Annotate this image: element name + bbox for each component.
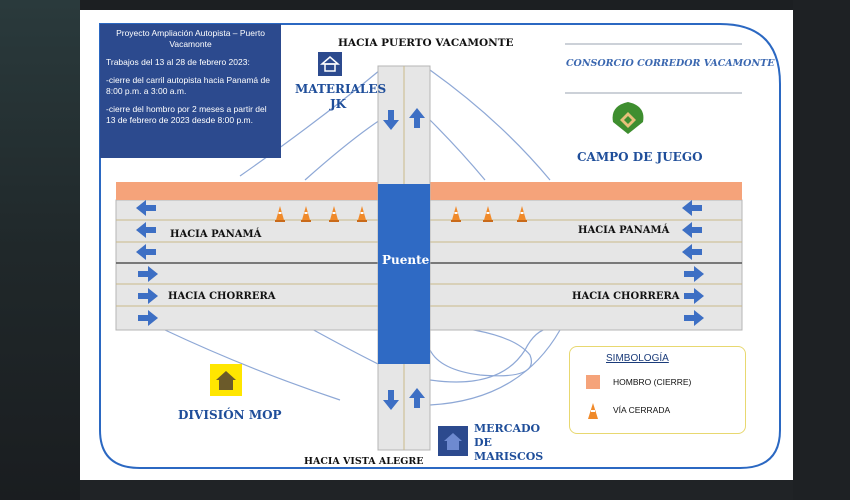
arrow-right-icon (684, 310, 704, 326)
arrow-up-icon (409, 388, 425, 408)
arrow-right-icon (684, 266, 704, 282)
bridge-label: Puente (382, 253, 430, 267)
arrow-down-icon (383, 390, 399, 410)
arrow-left-icon (682, 222, 702, 238)
arrow-left-icon (682, 244, 702, 260)
traffic-cone-icon (451, 206, 461, 222)
house-icon (438, 426, 468, 456)
info-works: Trabajos del 13 al 28 de febrero 2023: (106, 57, 250, 67)
house-icon (318, 52, 342, 76)
traffic-cone-icon (517, 206, 527, 222)
arrow-left-icon (682, 200, 702, 216)
arrow-right-icon (138, 266, 158, 282)
traffic-cones (275, 206, 527, 222)
baseball-field-icon (612, 102, 644, 134)
bridge (378, 184, 430, 364)
legend: SIMBOLOGÍA HOMBRO (CIERRE) VÍA CERRADA (569, 346, 746, 434)
chorrera-right-label: HACIA CHORRERA (572, 291, 680, 302)
traffic-cone-icon (483, 206, 493, 222)
consorcio-label: CONSORCIO CORREDOR VACAMONTE (566, 58, 775, 69)
materiales-label: MATERIALES JK (295, 82, 387, 111)
panama-left-label: HACIA PANAMÁ (170, 229, 262, 240)
arrows-eastbound (138, 266, 704, 326)
shoulder-swatch (586, 375, 600, 389)
map-canvas: Proyecto Ampliación Autopista – Puerto V… (80, 10, 793, 480)
arrow-left-icon (136, 200, 156, 216)
arrow-right-icon (138, 288, 158, 304)
info-title: Proyecto Ampliación Autopista – Puerto V… (116, 28, 265, 49)
arrow-left-icon (136, 222, 156, 238)
arrows-crossroad (383, 108, 425, 410)
chorrera-left-label: HACIA CHORRERA (168, 291, 276, 302)
panama-right-label: HACIA PANAMÁ (578, 225, 670, 236)
arrows-westbound (136, 200, 702, 260)
arrow-down-icon (383, 110, 399, 130)
top-direction-label: HACIA PUERTO VACAMONTE (338, 37, 514, 49)
mercado-label: MERCADO DE MARISCOS (474, 422, 544, 463)
campo-label: CAMPO DE JUEGO (577, 150, 703, 164)
arrow-right-icon (138, 310, 158, 326)
info-item-1: -cierre del carril autopista hacia Panam… (106, 75, 270, 96)
map-frame (99, 23, 781, 469)
arrow-up-icon (409, 108, 425, 128)
ramp-lines (164, 69, 561, 406)
traffic-cone-icon (301, 206, 311, 222)
bottom-direction-label: HACIA VISTA ALEGRE (304, 456, 424, 467)
traffic-cone-icon (588, 403, 598, 419)
traffic-cone-icon (329, 206, 339, 222)
traffic-cone-icon (357, 206, 367, 222)
division-label: DIVISIÓN MOP (178, 408, 282, 422)
legend-hombro-label: HOMBRO (CIERRE) (613, 377, 692, 387)
background-bottom (80, 480, 793, 500)
house-icon (210, 364, 242, 396)
road-map (99, 23, 781, 469)
traffic-cone-icon (275, 206, 285, 222)
arrow-left-icon (136, 244, 156, 260)
arrow-right-icon (684, 288, 704, 304)
info-item-2: -cierre del hombro por 2 meses a partir … (106, 104, 267, 125)
legend-via-label: VÍA CERRADA (613, 405, 671, 415)
legend-title: SIMBOLOGÍA (606, 353, 669, 364)
background-left (0, 0, 80, 500)
info-box: Proyecto Ampliación Autopista – Puerto V… (100, 24, 281, 158)
background-right (793, 0, 850, 500)
